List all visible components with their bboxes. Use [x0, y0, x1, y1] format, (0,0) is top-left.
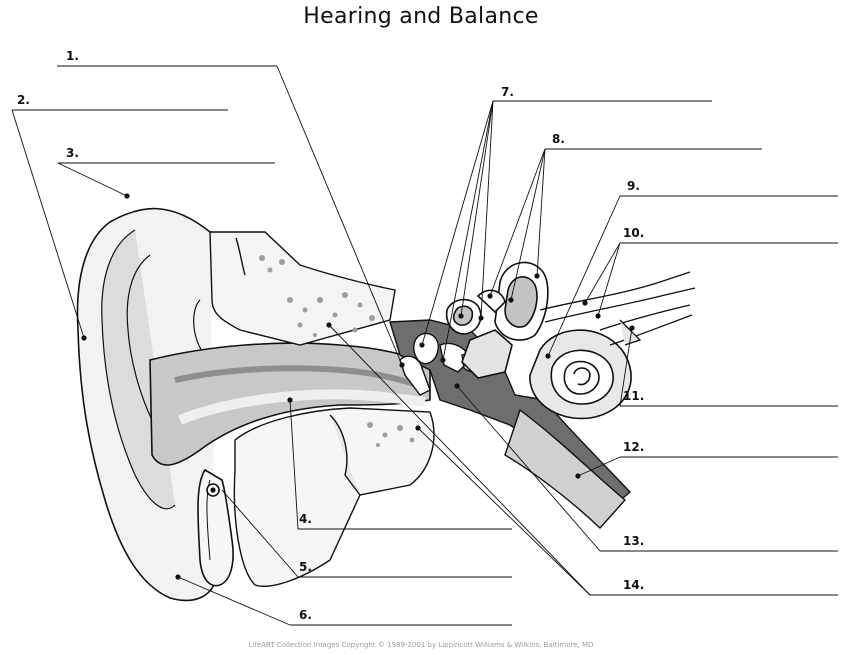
cochlea	[529, 329, 632, 420]
auricle	[76, 207, 241, 602]
label-4: 4.	[299, 512, 312, 526]
label-5: 5.	[299, 560, 312, 574]
label-10: 10.	[623, 226, 645, 240]
copyright-credit: LifeART Collection Images Copyright © 19…	[248, 641, 594, 649]
worksheet-title: Hearing and Balance	[303, 4, 539, 29]
leader-lines	[11, 65, 838, 626]
label-2: 2.	[17, 93, 30, 107]
label-1: 1.	[66, 49, 79, 63]
label-6: 6.	[299, 608, 312, 622]
label-12: 12.	[623, 440, 645, 454]
semicircular-canals	[445, 261, 549, 379]
temporal-bone-lower	[233, 407, 435, 587]
label-9: 9.	[627, 179, 640, 193]
label-7: 7.	[501, 85, 514, 99]
temporal-bone-upper	[209, 231, 396, 346]
label-11: 11.	[623, 389, 645, 403]
vestibulocochlear-nerve	[539, 271, 696, 346]
pointer-dots	[81, 193, 635, 580]
label-3: 3.	[66, 146, 79, 160]
label-13: 13.	[623, 534, 645, 548]
label-14: 14.	[623, 578, 645, 592]
mastoid-air-cells	[259, 255, 415, 447]
label-8: 8.	[552, 132, 565, 146]
